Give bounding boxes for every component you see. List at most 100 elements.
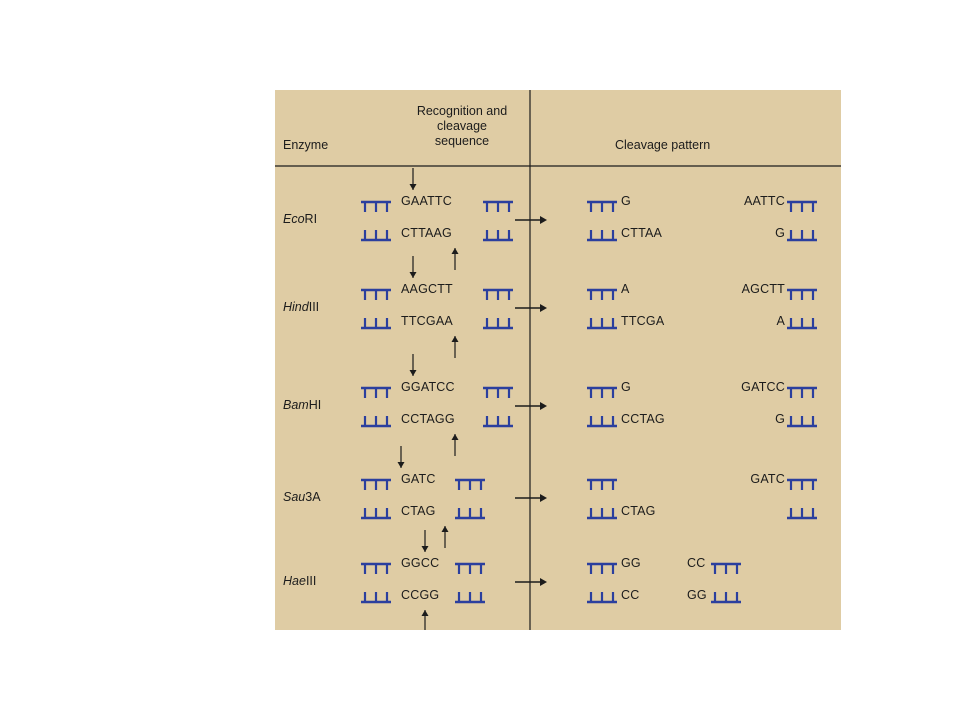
dna-strand-top-left [361, 288, 391, 300]
dna-strand-bottom-left [361, 230, 391, 242]
fragment-left-bottom-seq: CCTAG [621, 412, 665, 426]
enzyme-name-suffix: HI [308, 398, 322, 412]
cut-arrow-bottom [441, 526, 449, 548]
dna-strand-bottom-left [361, 416, 391, 428]
cleavage-arrow [515, 402, 547, 410]
fragment-right-bottom-strand [787, 230, 817, 242]
fragment-left-bottom-seq: CC [621, 588, 640, 602]
enzyme-name-suffix: III [305, 574, 317, 588]
fragment-left-top-seq: A [621, 282, 630, 296]
fragment-left-top-strand [587, 200, 617, 212]
cleavage-arrow [515, 304, 547, 312]
enzyme-name-italic: Hind [283, 300, 309, 314]
header-enzyme: Enzyme [283, 138, 329, 152]
cut-arrow-top [409, 256, 417, 278]
fragment-left-top-strand [587, 562, 617, 574]
dna-strand-top-right [455, 478, 485, 490]
enzyme-name-italic: Hae [283, 574, 306, 588]
enzyme-label: Sau3A [283, 490, 321, 504]
fragment-right-top-strand [787, 386, 817, 398]
dna-strand-bottom-right [483, 230, 513, 242]
recognition-seq-top: GAATTC [401, 194, 452, 208]
fragment-right-top-strand [711, 562, 741, 574]
recognition-seq-bottom: CTTAAG [401, 226, 452, 240]
dna-strand-bottom-left [361, 318, 391, 330]
fragment-right-top-seq: GATC [750, 472, 785, 486]
enzyme-label: BamHI [283, 398, 321, 412]
fragment-right-bottom-strand [711, 592, 741, 604]
enzyme-label: HaeIII [283, 574, 316, 588]
fragment-right-bottom-seq: GG [687, 588, 707, 602]
fragment-left-top-seq: GG [621, 556, 641, 570]
fragment-right-top-seq: AATTC [743, 194, 785, 208]
cut-arrow-bottom [451, 336, 459, 358]
recognition-seq-top: GGATCC [401, 380, 455, 394]
cleavage-arrow [515, 216, 547, 224]
fragment-right-top-strand [787, 478, 817, 490]
fragment-right-top-strand [787, 288, 817, 300]
enzyme-name-suffix: 3A [305, 490, 321, 504]
header-recognition-line2: cleavage [436, 119, 488, 133]
cut-arrow-bottom [451, 434, 459, 456]
fragment-right-bottom-seq: G [775, 412, 785, 426]
fragment-left-top-strand [587, 478, 617, 490]
cut-arrow-top [397, 446, 405, 468]
dna-strand-bottom-left [361, 592, 391, 604]
fragment-left-bottom-strand [587, 416, 617, 428]
dna-strand-top-left [361, 562, 391, 574]
fragment-left-bottom-strand [587, 318, 617, 330]
restriction-enzyme-figure: Enzyme Recognition and cleavage sequence… [275, 90, 841, 630]
recognition-seq-top: AAGCTT [401, 282, 453, 296]
dna-strand-bottom-right [483, 318, 513, 330]
fragment-left-bottom-seq: TTCGA [621, 314, 665, 328]
cut-arrow-top [409, 168, 417, 190]
cut-arrow-top [421, 530, 429, 552]
header-recognition-line1: Recognition and [416, 104, 508, 118]
fragment-left-bottom-strand [587, 592, 617, 604]
enzyme-name-suffix: III [308, 300, 320, 314]
enzyme-name-italic: Bam [283, 398, 309, 412]
recognition-seq-bottom: CTAG [401, 504, 436, 518]
fragment-left-top-seq: G [621, 194, 631, 208]
enzyme-label: EcoRI [283, 212, 317, 226]
fragment-left-top-strand [587, 386, 617, 398]
recognition-seq-bottom: TTCGAA [401, 314, 453, 328]
fragment-left-top-seq: G [621, 380, 631, 394]
header-cleavage-pattern: Cleavage pattern [615, 138, 711, 152]
dna-strand-top-right [483, 288, 513, 300]
recognition-seq-bottom: CCTAGG [401, 412, 455, 426]
fragment-right-top-seq: AGCTT [741, 282, 785, 296]
cleavage-arrow [515, 494, 547, 502]
fragment-right-bottom-strand [787, 318, 817, 330]
fragment-right-bottom-strand [787, 416, 817, 428]
dna-strand-bottom-right [455, 592, 485, 604]
dna-strand-top-left [361, 200, 391, 212]
recognition-seq-bottom: CCGG [401, 588, 440, 602]
dna-strand-top-right [455, 562, 485, 574]
fragment-right-bottom-seq: A [776, 314, 785, 328]
enzyme-name-italic: Sau [283, 490, 306, 504]
cut-arrow-bottom [451, 248, 459, 270]
dna-strand-top-right [483, 386, 513, 398]
fragment-right-bottom-strand [787, 508, 817, 520]
figure-graphics [275, 90, 841, 630]
header-recognition: Recognition and cleavage sequence [397, 104, 527, 149]
cut-arrow-top [409, 354, 417, 376]
fragment-left-bottom-seq: CTAG [621, 504, 656, 518]
dna-strand-bottom-left [361, 508, 391, 520]
fragment-right-top-strand [787, 200, 817, 212]
dna-strand-top-left [361, 478, 391, 490]
fragment-left-bottom-strand [587, 230, 617, 242]
cleavage-arrow [515, 578, 547, 586]
recognition-seq-top: GGCC [401, 556, 440, 570]
fragment-left-bottom-seq: CTTAA [621, 226, 663, 240]
fragment-right-top-seq: GATCC [741, 380, 785, 394]
enzyme-label: HindIII [283, 300, 319, 314]
dna-strand-bottom-right [455, 508, 485, 520]
cut-arrow-bottom [421, 610, 429, 630]
dna-strand-bottom-right [483, 416, 513, 428]
fragment-left-bottom-strand [587, 508, 617, 520]
dna-strand-top-left [361, 386, 391, 398]
fragment-right-top-seq: CC [687, 556, 706, 570]
recognition-seq-top: GATC [401, 472, 436, 486]
